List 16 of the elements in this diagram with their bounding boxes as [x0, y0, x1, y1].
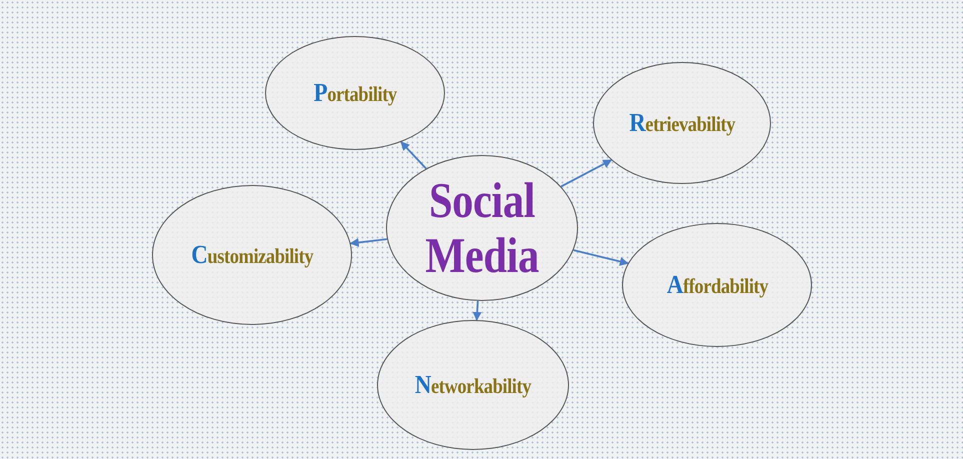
- ellipse-node: [386, 155, 578, 301]
- node-label: Retrievability: [629, 108, 735, 138]
- node-label: Portability: [313, 78, 397, 108]
- ellipse-node: [593, 62, 771, 184]
- arrow: [573, 249, 629, 266]
- node-label: Networkability: [414, 370, 532, 400]
- ellipse-node: [377, 320, 569, 450]
- ellipse-node: [622, 223, 812, 347]
- node-label: Social Media: [424, 173, 540, 283]
- node-label: Affordability: [666, 270, 768, 300]
- arrow: [472, 300, 482, 321]
- ellipse-node: [152, 185, 352, 325]
- node-label: Customizability: [191, 240, 313, 270]
- arrow: [400, 141, 427, 170]
- arrow: [560, 159, 612, 188]
- ellipse-node: [265, 36, 445, 150]
